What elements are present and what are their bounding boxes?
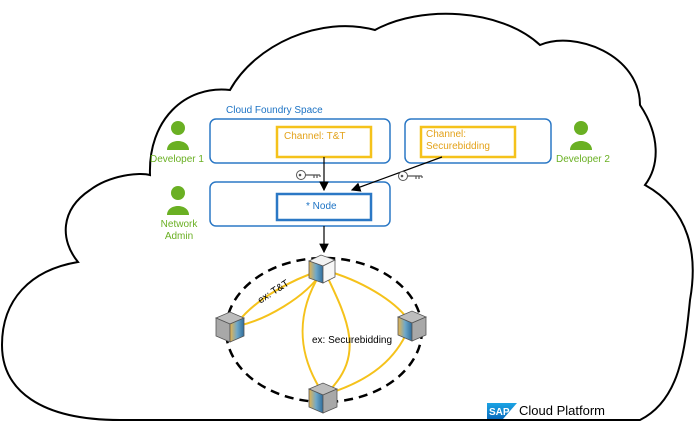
person-icon [167, 186, 189, 215]
link-right-to-bottom [329, 329, 409, 394]
space-box-right [404, 118, 552, 164]
node-box [275, 192, 373, 222]
channel-label-tt: Channel: T&T [284, 131, 346, 142]
space-box-left [209, 118, 391, 164]
actor-label-developer-1: Developer 1 [150, 154, 204, 165]
peer-node-cube [396, 310, 428, 342]
person-icon [167, 121, 189, 150]
cloud-outline [0, 12, 694, 421]
product-name: Cloud Platform [519, 403, 605, 418]
key-icon [398, 171, 423, 181]
actor-label-network-admin-line1: Network [160, 219, 198, 230]
actor-label-network-admin-line2: Admin [164, 231, 194, 242]
link-label-securebidding: ex: Securebidding [312, 335, 393, 346]
peer-node-cube [307, 254, 337, 284]
channel-label-securebidding-line2: Securebidding [426, 141, 490, 152]
arrow-channel-sb-to-node [350, 156, 443, 192]
sap-logo-text: SAP [489, 407, 510, 418]
channel-box-securebidding [419, 125, 517, 159]
actor-label-developer-2: Developer 2 [556, 154, 610, 165]
node-space-box [209, 181, 391, 227]
channel-label-securebidding-line1: Channel: [426, 129, 467, 140]
peer-node-cube [214, 311, 246, 343]
person-icon [570, 121, 592, 150]
peer-node-cube [307, 382, 339, 414]
space-title: Cloud Foundry Space [226, 105, 323, 116]
link-node-to-bottom-right [325, 273, 351, 393]
link-node-to-bottom-left [301, 273, 323, 393]
key-icon [296, 170, 321, 180]
node-label: * Node [306, 201, 337, 212]
